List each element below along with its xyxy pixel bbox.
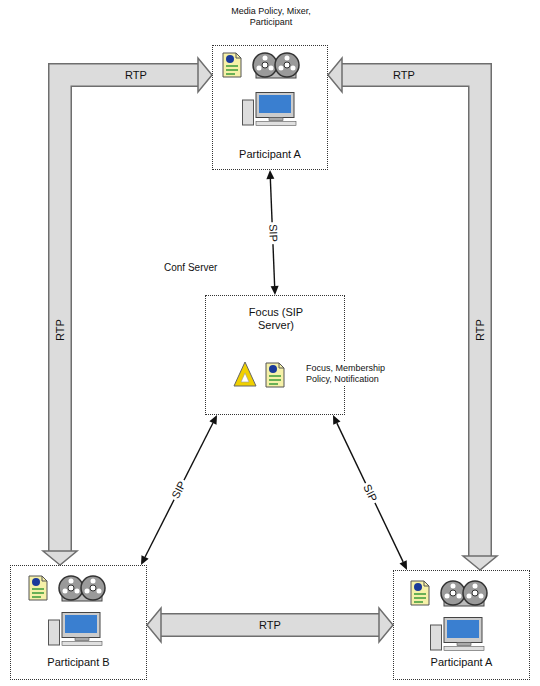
participant-box: Participant B — [10, 565, 147, 680]
sip-label: SIP — [359, 480, 380, 505]
participant-icons — [411, 581, 487, 651]
rtp-arrow — [43, 58, 212, 565]
participant-label: Participant A — [394, 656, 529, 669]
rtp-arrow — [328, 58, 497, 570]
rtp-label: RTP — [474, 317, 487, 343]
participant-label: Participant B — [11, 656, 146, 669]
sip-arrow — [266, 170, 278, 295]
policy-heading: Media Policy, Mixer, Participant — [221, 6, 321, 28]
computer-icon — [431, 618, 485, 651]
participant-box: Participant A — [393, 570, 530, 680]
rtp-label: RTP — [391, 69, 417, 82]
sip-label: SIP — [266, 221, 280, 243]
computer-icon — [243, 93, 297, 126]
participant-box: Media Policy, Mixer, ParticipantParticip… — [212, 45, 328, 170]
document-icon — [223, 53, 241, 77]
focus-title: Focus (SIP Server) — [236, 306, 316, 332]
sip-arrow — [141, 415, 217, 565]
notification-icon — [234, 362, 256, 386]
sip-label: SIP — [168, 477, 189, 502]
focus-icons — [234, 362, 284, 387]
rtp-arrow — [147, 608, 393, 642]
focus-role-note: Focus, Membership Policy, Notification — [304, 362, 400, 386]
focus-server-box: Conf ServerFocus (SIP Server)Focus, Memb… — [205, 295, 345, 415]
computer-icon — [49, 613, 103, 646]
rtp-label: RTP — [123, 69, 149, 82]
rtp-label: RTP — [54, 317, 67, 343]
participant-icons — [29, 576, 105, 646]
rtp-label: RTP — [257, 619, 283, 632]
media-reel-icon — [441, 581, 487, 606]
media-reel-icon — [253, 53, 299, 78]
sip-arrow — [333, 415, 407, 570]
document-icon — [411, 581, 429, 605]
participant-icons — [223, 53, 299, 126]
participant-label: Participant A — [213, 148, 327, 161]
document-icon — [29, 576, 47, 600]
document-icon — [266, 363, 284, 387]
server-heading: Conf Server — [164, 262, 217, 274]
media-reel-icon — [59, 576, 105, 601]
